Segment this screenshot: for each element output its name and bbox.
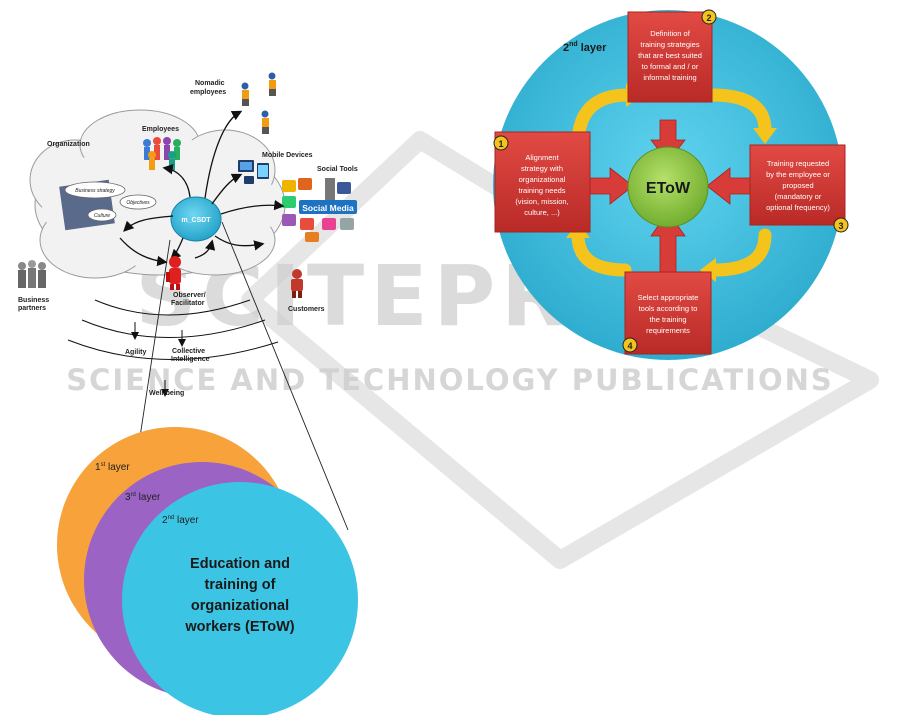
customers-label: Customers — [288, 306, 325, 313]
svg-text:Select appropriate: Select appropriate — [638, 293, 699, 302]
agility-label: Agility — [125, 349, 146, 356]
svg-text:2: 2 — [706, 13, 711, 23]
etow-center-line-3: organizational — [191, 598, 289, 614]
svg-text:3: 3 — [838, 221, 843, 231]
svg-text:that are best suited: that are best suited — [638, 51, 702, 60]
layers-diagram: 1st layer 3rd layer 2nd layer Education … — [57, 427, 358, 715]
step-2-text: Definition of training strategies that a… — [638, 29, 702, 82]
etow-center-line-2: training of — [205, 577, 276, 593]
svg-text:Definition of: Definition of — [650, 29, 691, 38]
step-4-box — [624, 271, 712, 355]
watermark-tagline: SCIENCE AND TECHNOLOGY PUBLICATIONS — [66, 363, 834, 397]
m-csdt-hub: m_CSDT — [170, 196, 222, 242]
collective-label-2: Intelligence — [171, 356, 210, 363]
observer-label-2: Facilitator — [171, 300, 205, 307]
business-partners-label-2: partners — [18, 305, 46, 312]
step-1-badge: 1 — [493, 135, 509, 151]
nomadic-label-2: employees — [190, 89, 226, 96]
svg-text:optional frequency): optional frequency) — [766, 203, 830, 212]
svg-text:to formal and / or: to formal and / or — [642, 62, 699, 71]
svg-text:1: 1 — [498, 139, 503, 149]
ecosystem-diagram: Organization Employees Nomadic employees… — [18, 72, 358, 556]
svg-text:strategy with: strategy with — [521, 164, 563, 173]
strategy-boards: Business strategy Objectives Culture — [59, 179, 157, 231]
m-csdt-label: m_CSDT — [181, 217, 211, 224]
zoom-line-right — [221, 221, 349, 531]
wellbeing-label: Well-being — [149, 390, 184, 397]
step-2-box — [627, 11, 713, 103]
svg-text:Training requested: Training requested — [767, 159, 829, 168]
svg-text:proposed: proposed — [782, 181, 813, 190]
outcome-arcs — [67, 299, 279, 397]
social-tools-label: Social Tools — [317, 166, 358, 173]
etow-center-line-1: Education and — [190, 556, 290, 572]
etow-center-label: EToW — [646, 180, 691, 197]
organization-label: Organization — [47, 141, 90, 148]
etow-center-node — [627, 146, 709, 228]
step-3-text: Training requested by the employee or pr… — [766, 159, 830, 212]
employees-label: Employees — [142, 126, 179, 133]
svg-text:Alignment: Alignment — [525, 153, 559, 162]
step-3-badge: 3 — [833, 217, 849, 233]
svg-text:requirements: requirements — [646, 326, 690, 335]
svg-text:(mandatory or: (mandatory or — [775, 192, 822, 201]
first-layer-label: 1st layer — [95, 462, 130, 473]
step-4-badge: 4 — [622, 337, 638, 353]
svg-text:organizational: organizational — [519, 175, 566, 184]
etow-center-line-4: workers (EToW) — [184, 619, 294, 635]
social-media-icon: Social Media — [282, 178, 357, 242]
svg-text:training strategies: training strategies — [640, 40, 699, 49]
svg-text:(vision, mission,: (vision, mission, — [515, 197, 568, 206]
observer-label-1: Observer/ — [173, 292, 206, 299]
culture-text: Culture — [94, 213, 110, 219]
second-layer-label: 2nd layer — [162, 515, 199, 526]
svg-text:4: 4 — [627, 341, 632, 351]
svg-text:informal training: informal training — [643, 73, 696, 82]
step-1-text: Alignment strategy with organizational t… — [515, 153, 568, 217]
observer-facilitator-icon — [166, 256, 181, 290]
svg-text:training needs: training needs — [518, 186, 565, 195]
nomadic-employees-icon — [241, 72, 276, 134]
second-layer-circle — [122, 482, 358, 715]
svg-text:the training: the training — [649, 315, 686, 324]
mobile-devices-label: Mobile Devices — [262, 152, 313, 159]
social-media-sign: Social Media — [302, 203, 354, 213]
customers-icon — [291, 269, 303, 298]
mobile-devices-icon — [238, 160, 269, 184]
business-partners-label-1: Business — [18, 297, 49, 304]
svg-text:by the employee or: by the employee or — [766, 170, 830, 179]
etow-cycle-diagram: 2nd layer EToW D — [493, 9, 849, 360]
svg-text:culture, ...): culture, ...) — [524, 208, 560, 217]
svg-text:tools according to: tools according to — [639, 304, 698, 313]
collective-label-1: Collective — [172, 348, 205, 355]
step-1-box — [494, 131, 591, 233]
business-partners-icon — [18, 260, 46, 288]
third-layer-label: 3rd layer — [125, 492, 161, 503]
step-3-box — [749, 144, 846, 226]
business-strategy-text: Business strategy — [75, 188, 115, 194]
step-4-text: Select appropriate tools according to th… — [638, 293, 699, 335]
nomadic-label-1: Nomadic — [195, 80, 225, 87]
objectives-text: Objectives — [126, 200, 150, 206]
cycle-title: 2nd layer — [563, 41, 607, 54]
center-arrows — [589, 119, 751, 276]
step-2-badge: 2 — [701, 9, 717, 25]
